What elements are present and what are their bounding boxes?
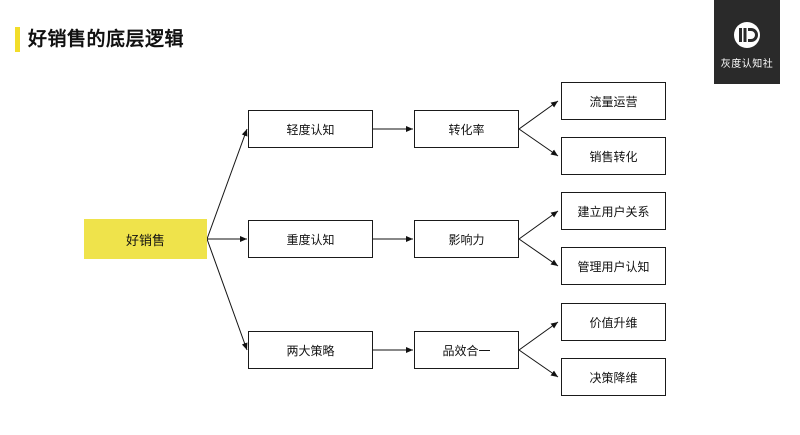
level2-node: 品效合一 [414, 331, 519, 369]
level2-to-leaf-arrow [518, 128, 559, 157]
diagram-root-node: 好销售 [84, 219, 207, 259]
level2-to-leaf-arrow [518, 349, 559, 378]
leaf-node: 价值升维 [561, 303, 666, 341]
brand-logo-text: 灰度认知社 [720, 59, 774, 70]
leaf-node: 建立用户关系 [561, 192, 666, 230]
level1-node: 轻度认知 [248, 110, 373, 148]
root-to-level1-arrow [206, 128, 248, 240]
brand-logo-icon [734, 22, 760, 48]
level1-node: 两大策略 [248, 331, 373, 369]
level2-node: 影响力 [414, 220, 519, 258]
level2-node: 转化率 [414, 110, 519, 148]
slide-title: 好销售的底层逻辑 [28, 28, 185, 50]
leaf-node: 管理用户认知 [561, 247, 666, 285]
level2-to-leaf-arrow [518, 100, 559, 130]
level2-to-leaf-arrow [518, 238, 559, 267]
level1-node: 重度认知 [248, 220, 373, 258]
level2-to-leaf-arrow [518, 210, 559, 240]
title-accent-bar [15, 27, 20, 52]
leaf-node: 决策降维 [561, 358, 666, 396]
root-to-level1-arrow [206, 238, 248, 351]
leaf-node: 销售转化 [561, 137, 666, 175]
leaf-node: 流量运营 [561, 82, 666, 120]
level2-to-leaf-arrow [518, 321, 559, 351]
brand-logo: 灰度认知社 [714, 0, 780, 84]
